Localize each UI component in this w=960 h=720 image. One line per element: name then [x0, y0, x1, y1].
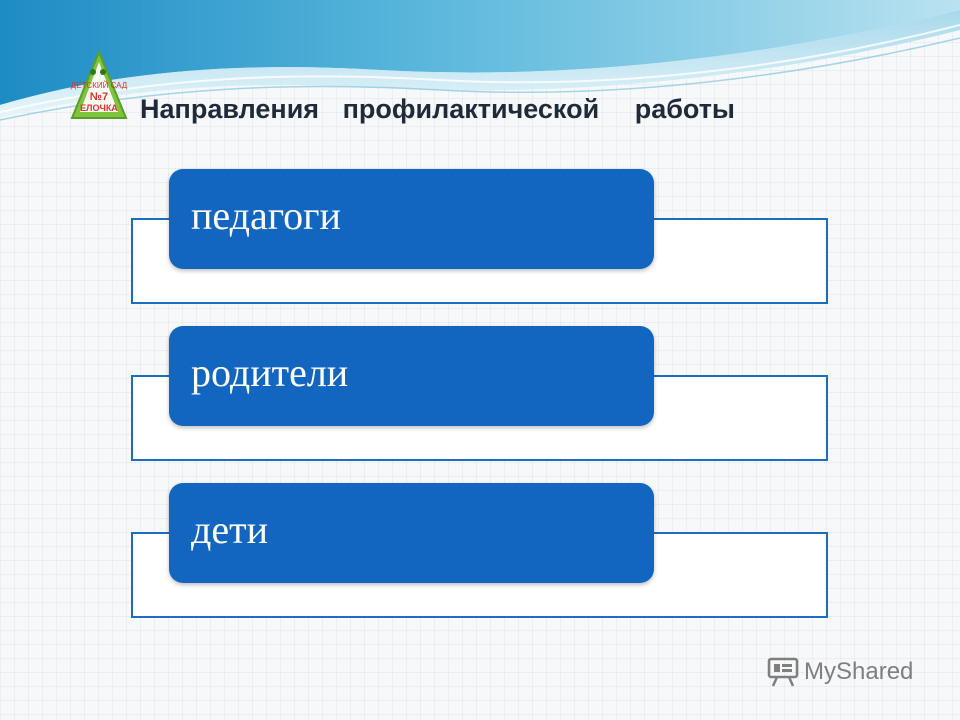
item-label: педагоги — [191, 193, 341, 238]
item-box-parents: родители — [169, 326, 654, 426]
watermark-text: MyShared — [804, 658, 914, 685]
presentation-icon — [767, 657, 799, 687]
item-box-teachers: педагоги — [169, 169, 654, 269]
svg-text:№7: №7 — [90, 91, 108, 103]
kindergarten-logo: ДЕТСКИЙ САД №7 ЕЛОЧКА — [70, 50, 128, 119]
item-box-children: дети — [169, 483, 654, 583]
watermark: MyShared — [766, 656, 913, 688]
title-word-2: профилактической — [342, 94, 600, 124]
top-wave-decoration — [0, 0, 960, 121]
svg-text:ДЕТСКИЙ САД: ДЕТСКИЙ САД — [71, 81, 128, 90]
slide-title: Направления профилактической работы — [140, 94, 735, 125]
title-word-1: Направления — [140, 94, 320, 124]
title-word-3: работы — [634, 94, 735, 124]
svg-text:ЕЛОЧКА: ЕЛОЧКА — [80, 103, 118, 113]
item-label: дети — [191, 507, 268, 552]
item-label: родители — [191, 350, 349, 395]
